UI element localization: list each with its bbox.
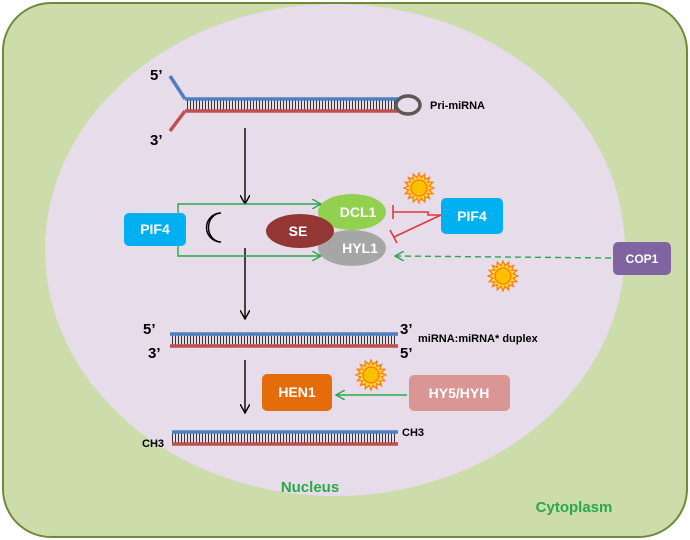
nucleus-label: Nucleus xyxy=(281,479,339,496)
pif4-right-label: PIF4 xyxy=(457,208,487,224)
duplex-5-prime-right: 5’ xyxy=(400,345,413,362)
pri-3-prime-label: 3’ xyxy=(150,132,163,149)
pri-5-prime-label: 5’ xyxy=(150,67,163,84)
mirna-duplex xyxy=(170,332,398,348)
pif4-activates-dcl1-arrow xyxy=(177,204,320,213)
hen1-label: HEN1 xyxy=(278,384,316,400)
moon-icon xyxy=(205,212,222,243)
methylated-duplex xyxy=(172,430,398,446)
hen1-box xyxy=(262,374,332,411)
duplex-5-prime-left: 5’ xyxy=(143,321,156,338)
sun-icon xyxy=(402,171,436,205)
pif4-left-label: PIF4 xyxy=(140,221,170,237)
ch3-left-label: CH3 xyxy=(142,438,164,450)
hy5-hyh-box xyxy=(409,375,510,411)
hyl1-protein xyxy=(318,230,386,266)
hyl1-label: HYL1 xyxy=(342,240,378,256)
dcl1-label: DCL1 xyxy=(340,204,377,220)
cop1-box xyxy=(613,242,671,275)
pif4-inhibits-hyl1 xyxy=(389,214,442,244)
duplex-label: miRNA:miRNA* duplex xyxy=(418,333,539,345)
se-protein xyxy=(266,214,334,248)
duplex-3-prime-left: 3’ xyxy=(148,345,161,362)
duplex-3-prime-right: 3’ xyxy=(400,321,413,338)
dcl1-protein xyxy=(318,194,386,230)
pif4-right-box xyxy=(441,198,503,234)
pri-mirna-label: Pri-miRNA xyxy=(430,100,485,112)
pif4-inhibits-dcl1 xyxy=(392,205,441,219)
cop1-to-hyl1-arrow xyxy=(396,256,612,258)
hy5-hyh-label: HY5/HYH xyxy=(429,385,490,401)
sun-icon xyxy=(486,259,520,293)
se-label: SE xyxy=(289,223,308,239)
cytoplasm-label: Cytoplasm xyxy=(536,499,613,516)
pif4-activates-hyl1-arrow xyxy=(177,246,320,256)
pri-mirna-hairpin xyxy=(168,75,422,133)
cop1-label: COP1 xyxy=(626,252,659,266)
pif4-left-box xyxy=(124,213,186,246)
ch3-right-label: CH3 xyxy=(402,427,424,439)
sun-icon xyxy=(354,358,388,392)
